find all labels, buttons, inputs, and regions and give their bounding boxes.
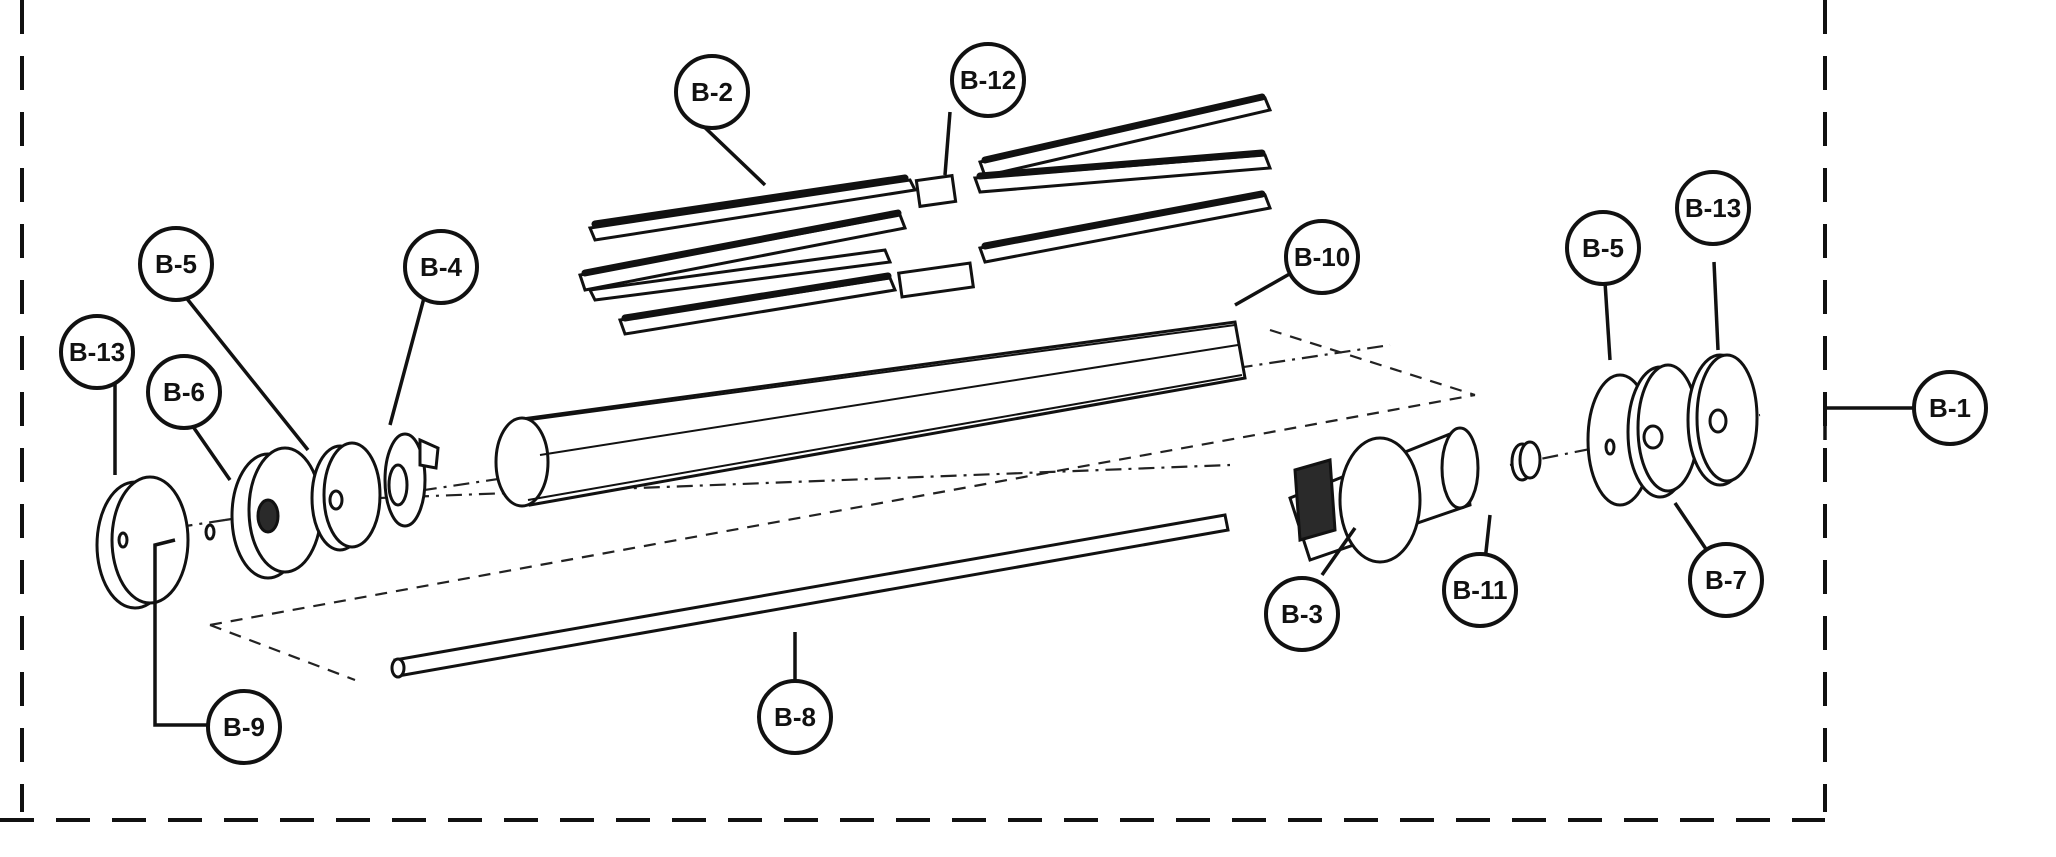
svg-text:B-8: B-8 (774, 702, 816, 732)
svg-text:B-7: B-7 (1705, 565, 1747, 595)
svg-text:B-4: B-4 (420, 252, 462, 282)
callout-b8: B-8 (757, 679, 833, 755)
svg-text:B-5: B-5 (1582, 233, 1624, 263)
svg-text:B-9: B-9 (223, 712, 265, 742)
svg-text:B-2: B-2 (691, 77, 733, 107)
reel-tube (494, 320, 1247, 508)
right-end-parts (1288, 353, 1759, 564)
svg-text:B-3: B-3 (1281, 599, 1323, 629)
callout-b11: B-11 (1442, 552, 1518, 628)
svg-text:B-5: B-5 (155, 249, 197, 279)
svg-text:B-6: B-6 (163, 377, 205, 407)
svg-text:B-11: B-11 (1453, 575, 1508, 605)
shaft (390, 513, 1230, 679)
callout-b3: B-3 (1264, 576, 1340, 652)
svg-text:B-10: B-10 (1294, 242, 1350, 272)
svg-text:B-13: B-13 (69, 337, 125, 367)
reel-blades (578, 93, 1273, 336)
callout-b6: B-6 (146, 354, 222, 430)
callout-b2: B-2 (674, 54, 750, 130)
callout-b4: B-4 (403, 229, 479, 305)
svg-text:B-12: B-12 (960, 65, 1016, 95)
callout-b13-right: B-13 (1675, 170, 1751, 246)
callout-b1: B-1 (1912, 370, 1988, 446)
dashed-frame (0, 0, 1827, 822)
callout-b13-left: B-13 (59, 314, 135, 390)
callout-b9: B-9 (206, 689, 282, 765)
svg-text:B-1: B-1 (1929, 393, 1971, 423)
callout-b12: B-12 (950, 42, 1026, 118)
svg-text:B-13: B-13 (1685, 193, 1741, 223)
left-end-parts (95, 432, 440, 610)
callout-b10: B-10 (1284, 219, 1360, 295)
leader-lines (113, 111, 1915, 727)
callout-b5-left: B-5 (138, 226, 214, 302)
callout-b5-right: B-5 (1565, 210, 1641, 286)
callout-b7: B-7 (1688, 542, 1764, 618)
